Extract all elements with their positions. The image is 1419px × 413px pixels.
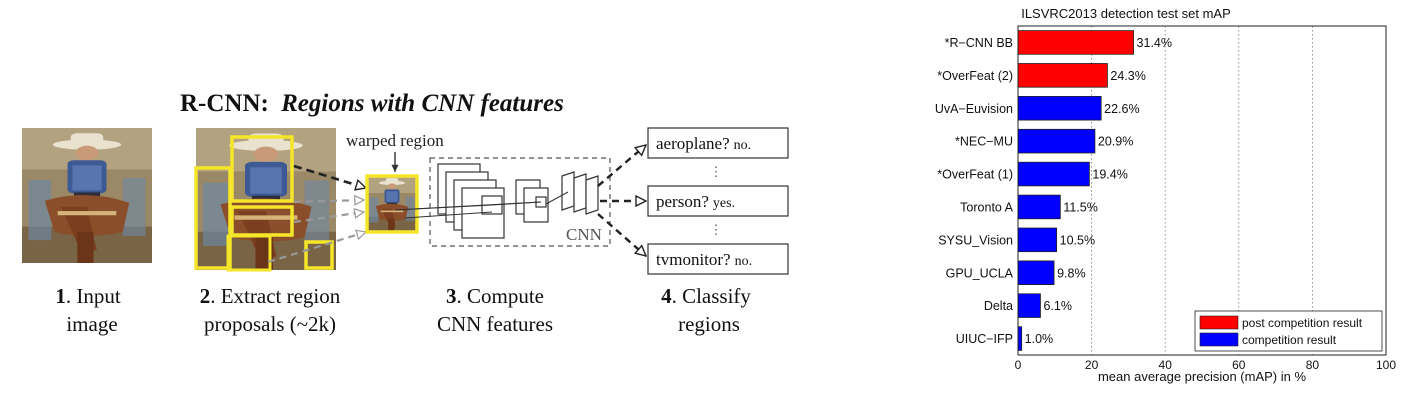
value-label: 6.1%	[1043, 299, 1072, 313]
warped-region-image	[365, 174, 419, 234]
chart-legend: post competition result competition resul…	[1194, 310, 1383, 352]
x-axis-label: mean average precision (mAP) in %	[1098, 369, 1307, 384]
svg-text:aeroplane?no.: aeroplane?no.	[656, 134, 751, 153]
proposal-box	[230, 135, 294, 203]
category-label: UIUC−IFP	[956, 332, 1013, 346]
svg-text:tvmonitor?no.: tvmonitor?no.	[656, 250, 752, 269]
svg-text:⋮: ⋮	[710, 222, 723, 237]
step-2-caption: 2. Extract region	[200, 284, 341, 308]
proposal-to-warp-arrow	[267, 232, 366, 264]
svg-text:R-CNN: Regions with CNN fe: R-CNN: Regions with CNN features	[180, 90, 564, 117]
diagram-title-prefix: R-CNN:	[180, 90, 269, 117]
value-label: 20.9%	[1098, 135, 1133, 149]
step-1-caption: 1. Input	[55, 284, 120, 308]
category-label: Delta	[984, 299, 1013, 313]
chart-grid	[1091, 26, 1313, 355]
value-label: 31.4%	[1137, 36, 1172, 50]
bar	[1017, 161, 1090, 187]
region-proposals-image	[194, 128, 336, 272]
cnn-label: CNN	[566, 225, 602, 244]
proposal-box	[226, 234, 272, 272]
bar	[1017, 96, 1102, 121]
category-label: *R−CNN BB	[945, 36, 1013, 50]
map-bar-chart: ILSVRC2013 detection test set mAP *R−CNN…	[905, 0, 1419, 413]
class-box-aeroplane: aeroplane?no.	[647, 127, 789, 159]
bar	[1017, 227, 1058, 253]
value-label: 11.5%	[1063, 200, 1098, 214]
proposal-box	[304, 240, 334, 270]
x-tick-label: 60	[1232, 358, 1246, 372]
value-label: 22.6%	[1104, 102, 1139, 116]
bar	[1017, 128, 1096, 154]
value-label: 19.4%	[1092, 168, 1127, 182]
category-label: Toronto A	[960, 200, 1013, 214]
legend-label: post competition result	[1242, 316, 1363, 330]
legend-label: competition result	[1242, 333, 1337, 347]
x-tick-label: 80	[1306, 358, 1320, 372]
step-4-caption-line2: regions	[678, 312, 740, 336]
rcnn-pipeline-diagram: R-CNN: Regions with CNN features warped …	[22, 90, 789, 336]
cnn-block: CNN	[394, 157, 611, 247]
category-label: *OverFeat (2)	[937, 69, 1013, 83]
x-axis: 0 20 40 60 80 100	[1015, 358, 1397, 372]
input-image	[22, 128, 152, 263]
value-label: 1.0%	[1025, 332, 1053, 346]
chart-title: ILSVRC2013 detection test set mAP	[1021, 6, 1231, 21]
step-1-caption-line2: image	[66, 312, 117, 336]
diagram-title: Regions with CNN features	[280, 90, 564, 117]
value-label: 24.3%	[1110, 69, 1145, 83]
x-tick-label: 20	[1085, 358, 1099, 372]
bar	[1017, 326, 1023, 351]
classify-arrow	[597, 213, 646, 256]
bar	[1017, 63, 1108, 88]
chart-bars: *R−CNN BB 31.4% *OverFeat (2) 24.3% UvA−Euvi…	[935, 30, 1172, 351]
value-label: 10.5%	[1060, 233, 1095, 247]
legend-swatch	[1199, 332, 1239, 347]
step-3-caption-line2: CNN features	[437, 312, 553, 336]
warped-region-label: warped region	[346, 131, 444, 150]
bar	[1017, 194, 1061, 220]
step-4-caption: 4. Classify	[661, 284, 751, 308]
svg-text:person?yes.: person?yes.	[656, 192, 735, 211]
x-tick-label: 40	[1159, 358, 1173, 372]
legend-swatch	[1199, 315, 1239, 330]
classify-arrow	[597, 145, 646, 187]
class-box-tvmonitor: tvmonitor?no.	[647, 243, 789, 275]
category-label: GPU_UCLA	[946, 266, 1014, 280]
x-tick-label: 0	[1015, 358, 1022, 372]
category-label: *NEC−MU	[955, 135, 1013, 149]
category-label: SYSU_Vision	[938, 233, 1013, 247]
bar	[1017, 260, 1055, 285]
step-2-caption-line2: proposals (~2k)	[204, 312, 336, 336]
bar	[1017, 293, 1041, 318]
svg-text:⋮: ⋮	[710, 164, 723, 179]
plot-frame	[1017, 25, 1387, 356]
category-label: *OverFeat (1)	[937, 168, 1013, 182]
value-label: 9.8%	[1057, 266, 1086, 280]
step-3-caption: 3. Compute	[446, 284, 544, 308]
proposal-box	[194, 166, 232, 270]
x-tick-label: 100	[1376, 358, 1396, 372]
class-box-person: person?yes.	[647, 185, 789, 217]
bar	[1017, 30, 1134, 55]
category-label: UvA−Euvision	[935, 102, 1013, 116]
